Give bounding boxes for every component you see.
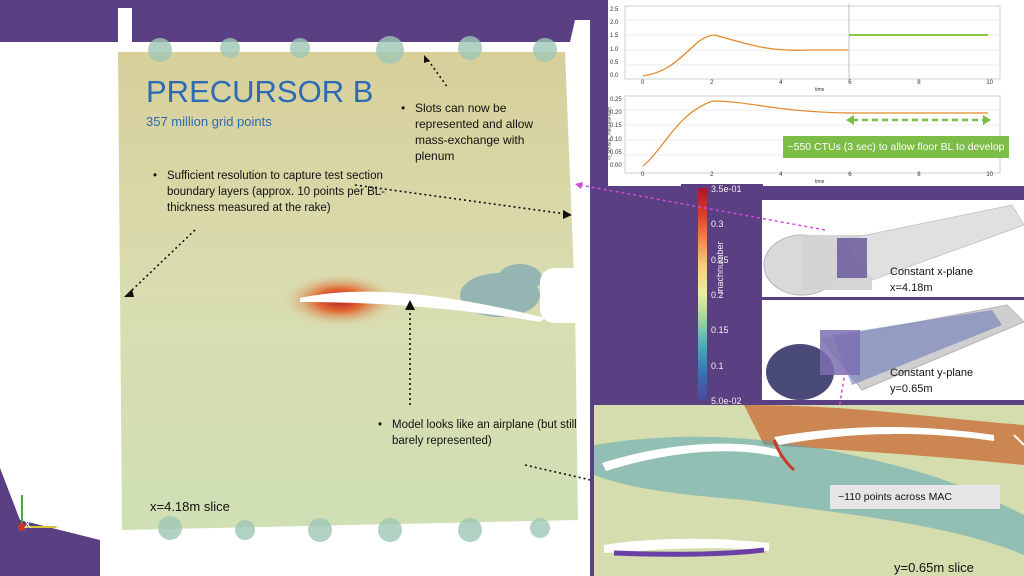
top-plot-xticks: 0 2 4 6 8 10	[641, 80, 993, 86]
ytick: 2.0	[610, 20, 619, 27]
xtick: 6	[848, 80, 852, 86]
colorbar-ticks: 3.5e-01 0.3 0.25 0.2 0.15 0.1 5.0e-02	[711, 184, 742, 406]
colorbar-tick: 0.3	[711, 219, 724, 230]
x-plane-value: x=4.18m	[890, 282, 933, 294]
ctu-annotation: ~550 CTUs (3 sec) to allow floor BL to d…	[783, 136, 1009, 158]
plots-panel: 2.5 2.0 1.5 1.0 0.5 0.0 cl_mm 0 2 4 6 8 …	[608, 0, 1024, 186]
top-plot-xlabel: time	[815, 87, 825, 93]
xtick: 6	[848, 172, 852, 178]
xtick: 4	[779, 172, 783, 178]
ytick: 2.5	[610, 7, 619, 13]
ytick: 0.00	[610, 163, 622, 170]
ytick: 1.5	[610, 33, 619, 40]
y-plane-label: Constant y-plane y=0.65m	[890, 365, 973, 397]
colorbar-gradient	[698, 188, 707, 400]
colorbar-tick: 0.1	[711, 360, 724, 371]
y-plane-panel	[762, 300, 1024, 400]
axes-triad: Z X Y	[10, 485, 80, 540]
y-slice-zoom-panel: ~110 points across MAC y=0.65m slice	[594, 405, 1024, 576]
xtick: 10	[986, 80, 993, 86]
colorbar-tick: 0.25	[711, 254, 729, 265]
x-plane-panel	[762, 200, 1024, 297]
xtick: 8	[917, 172, 921, 178]
slide-subtitle: 357 million grid points	[146, 114, 272, 129]
xtick: 8	[917, 80, 921, 86]
y-plane-render	[766, 304, 1024, 400]
bullet-model: Model looks like an airplane (but still …	[378, 417, 587, 449]
colorbar-tick: 3.5e-01	[711, 184, 742, 194]
x-plane-title: Constant x-plane	[890, 266, 974, 278]
y-slice-label: y=0.65m slice	[894, 560, 974, 575]
ytick: 0.15	[610, 123, 622, 130]
x-plane-render	[763, 204, 1024, 296]
colorbar-panel: 3.5e-01 0.3 0.25 0.2 0.15 0.1 5.0e-02 ma…	[681, 184, 763, 406]
xtick: 4	[779, 80, 783, 86]
xtick: 2	[710, 80, 714, 86]
y-slice-zoom-visual	[594, 405, 1024, 576]
axis-y-label: Y	[53, 519, 61, 531]
bottom-plot-xticks: 0 2 4 6 8 10	[641, 172, 993, 178]
xtick: 10	[986, 172, 993, 178]
ytick: 0.05	[610, 149, 622, 156]
bullet-slots: Slots can now be represented and allow m…	[401, 100, 550, 164]
x-slice-label: x=4.18m slice	[150, 499, 230, 514]
colorbar-tick: 5.0e-02	[711, 395, 742, 406]
x-plane-label: Constant x-plane x=4.18m	[890, 264, 973, 296]
time-plots	[608, 0, 1024, 186]
ytick: 0.0	[610, 73, 619, 80]
y-plane-value: y=0.65m	[890, 383, 933, 395]
ytick: 1.0	[610, 46, 619, 53]
bullet-resolution: Sufficient resolution to capture test se…	[153, 168, 387, 216]
develop-range-arrow	[846, 115, 991, 125]
y-plane-title: Constant y-plane	[890, 367, 974, 379]
colorbar-tick: 0.15	[711, 325, 729, 336]
xtick: 2	[710, 172, 714, 178]
connector-arrows	[575, 182, 845, 416]
ytick: 0.25	[610, 97, 622, 103]
colorbar-tick: 0.2	[711, 289, 724, 300]
mac-label-box: ~110 points across MAC	[830, 485, 1000, 509]
xtick: 0	[641, 80, 645, 86]
ytick: 0.20	[610, 110, 622, 117]
bottom-plot-ylabel: cl_sensor_machnumber	[608, 106, 613, 160]
axis-z-label: Z	[27, 487, 34, 499]
xtick: 0	[641, 172, 645, 178]
top-plot-yticks: 2.5 2.0 1.5 1.0 0.5 0.0	[610, 4, 618, 83]
slide-title: PRECURSOR B	[146, 74, 374, 109]
bottom-plot-xlabel: time	[815, 179, 825, 185]
bottom-plot-yticks: 0.25 0.20 0.15 0.10 0.05 0.00	[610, 94, 622, 173]
ytick: 0.10	[610, 136, 622, 143]
axis-x-label: X	[24, 519, 32, 531]
ytick: 0.5	[610, 59, 619, 66]
